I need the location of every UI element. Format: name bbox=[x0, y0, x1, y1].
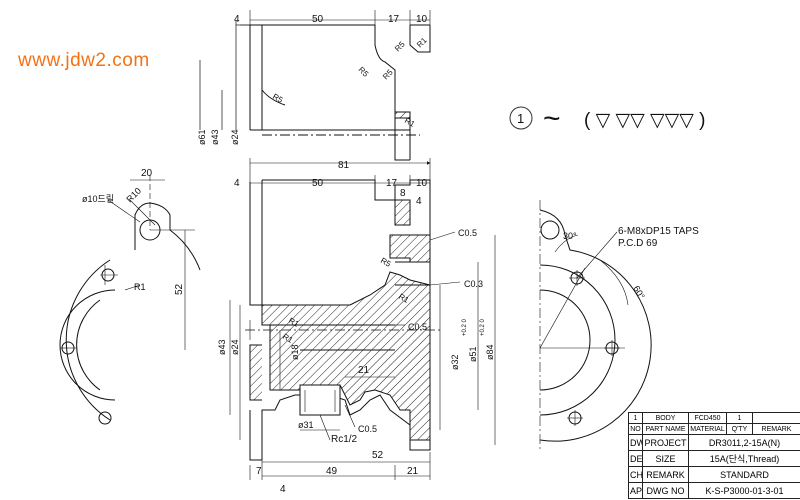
watermark: www.jdw2.com bbox=[18, 50, 150, 71]
angle-30: 30° bbox=[563, 231, 577, 241]
top-view-labels: 4 50 17 10 R5 R1 R5 R5 R5 R1 ø61 ø43 ø24 bbox=[197, 14, 429, 145]
diameter-61: ø61 bbox=[197, 129, 207, 145]
remark-row: CHK REMARK STANDARD bbox=[628, 466, 800, 483]
dim-8: 8 bbox=[400, 188, 406, 199]
remark-value: STANDARD bbox=[688, 466, 800, 483]
radius-r5-3: R5 bbox=[381, 67, 395, 81]
left-view bbox=[59, 175, 201, 425]
radius-r5-4: R5 bbox=[271, 92, 285, 105]
dim-17: 17 bbox=[386, 178, 398, 189]
chk-label: CHK bbox=[628, 466, 643, 483]
dwg-label: DWG NO bbox=[642, 482, 689, 499]
project-label: PROJECT bbox=[642, 434, 689, 451]
size-label: SIZE bbox=[642, 450, 689, 467]
dim-4b: 4 bbox=[416, 196, 422, 207]
des-label: DES bbox=[628, 450, 643, 467]
part-material: FCD450 bbox=[688, 412, 727, 424]
diameter-32: ø32 bbox=[450, 354, 460, 370]
top-view bbox=[199, 10, 431, 161]
header-remark: REMARK bbox=[752, 423, 800, 435]
app-label: APP bbox=[628, 482, 643, 499]
diameter-24: ø24 bbox=[230, 339, 240, 355]
header-qty: Q'TY bbox=[726, 423, 753, 435]
chamfer-c05-2: C0.5 bbox=[408, 322, 427, 332]
radius-r1: R1 bbox=[134, 282, 146, 292]
dim-10: 10 bbox=[416, 14, 428, 25]
right-view bbox=[539, 200, 652, 450]
dim-17: 17 bbox=[388, 14, 400, 25]
dim-50: 50 bbox=[312, 14, 324, 25]
symbol-group: ( ▽ ▽▽ ▽▽▽ ) bbox=[584, 110, 705, 131]
part-row: 1 BODY FCD450 1 bbox=[628, 412, 800, 424]
drill-10: ø10드릴 bbox=[82, 194, 114, 204]
diameter-43: ø43 bbox=[217, 339, 227, 355]
part-remark bbox=[752, 412, 800, 424]
dim-4: 4 bbox=[234, 178, 240, 189]
dim-21b: 21 bbox=[407, 466, 419, 477]
diameter-51: ø51 bbox=[468, 346, 478, 362]
header-part-name: PART NAME bbox=[642, 423, 689, 435]
chamfer-c03: C0.3 bbox=[464, 279, 483, 289]
diameter-84: ø84 bbox=[485, 344, 495, 360]
part-name: BODY bbox=[642, 412, 689, 424]
left-view-labels: 20 R10 ø10드릴 R1 52 bbox=[82, 168, 185, 295]
chamfer-c05-3: C0.5 bbox=[358, 424, 377, 434]
dim-4: 4 bbox=[234, 14, 240, 25]
right-view-labels: 6-M8xDP15 TAPS P.C.D 69 30° 60° bbox=[563, 226, 699, 301]
dwn-label: DWN bbox=[628, 434, 643, 451]
dim-21: 21 bbox=[358, 365, 370, 376]
dim-52: 52 bbox=[372, 450, 384, 461]
radius-r5-2: R5 bbox=[357, 65, 371, 79]
symbol-tilde: ~ bbox=[543, 102, 561, 135]
dim-50: 50 bbox=[312, 178, 324, 189]
part-no: 1 bbox=[628, 412, 643, 424]
dim-10: 10 bbox=[416, 178, 428, 189]
dim-20: 20 bbox=[141, 168, 153, 179]
title-block: 1 BODY FCD450 1 NO PART NAME MATERIAL Q'… bbox=[628, 412, 800, 500]
size-value: 15A(단식,Thread) bbox=[688, 450, 800, 467]
size-row: DES SIZE 15A(단식,Thread) bbox=[628, 450, 800, 467]
part-qty: 1 bbox=[726, 412, 753, 424]
tolerance-51: +0.2 0 bbox=[480, 318, 486, 336]
pcd-spec: P.C.D 69 bbox=[618, 238, 658, 249]
diameter-18: ø18 bbox=[290, 344, 300, 360]
thread-rc12: Rc1/2 bbox=[331, 434, 358, 445]
dim-7: 7 bbox=[256, 466, 262, 477]
header-material: MATERIAL bbox=[688, 423, 727, 435]
diameter-43: ø43 bbox=[210, 129, 220, 145]
radius-r1-1: R1 bbox=[415, 35, 429, 49]
tolerance-32: +0.2 0 bbox=[462, 318, 468, 336]
dim-49: 49 bbox=[326, 466, 338, 477]
dim-81: 81 bbox=[338, 160, 350, 171]
radius-r5-1: R5 bbox=[393, 39, 407, 53]
header-no: NO bbox=[628, 423, 643, 435]
radius-r10: R10 bbox=[124, 186, 143, 205]
surface-finish-symbol: 1 ~ ( ▽ ▽▽ ▽▽▽ ) bbox=[509, 102, 705, 135]
header-row: NO PART NAME MATERIAL Q'TY REMARK bbox=[628, 423, 800, 435]
angle-60: 60° bbox=[631, 284, 647, 301]
symbol-number: 1 bbox=[517, 111, 524, 126]
dim-4c: 4 bbox=[280, 484, 286, 495]
dwg-value: K-S-P3000-01-3-01 bbox=[688, 482, 800, 499]
diameter-31: ø31 bbox=[298, 420, 314, 430]
dim-52: 52 bbox=[174, 283, 185, 295]
chamfer-c05-1: C0.5 bbox=[458, 228, 477, 238]
remark-label: REMARK bbox=[642, 466, 689, 483]
project-row: DWN PROJECT DR3011,2-15A(N) bbox=[628, 434, 800, 451]
dwg-row: APP DWG NO K-S-P3000-01-3-01 bbox=[628, 482, 800, 499]
project-value: DR3011,2-15A(N) bbox=[688, 434, 800, 451]
diameter-24: ø24 bbox=[230, 129, 240, 145]
main-section-view bbox=[229, 158, 496, 480]
tap-spec: 6-M8xDP15 TAPS bbox=[618, 226, 699, 237]
